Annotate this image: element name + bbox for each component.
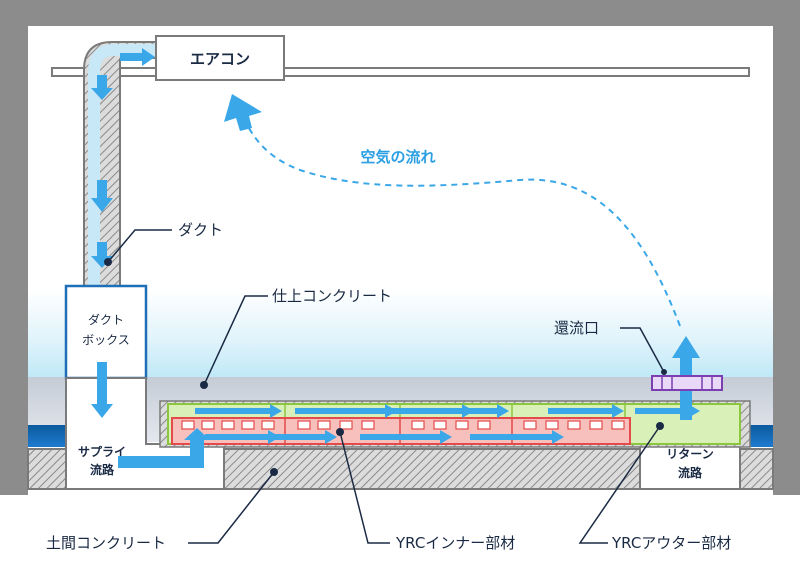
inner-nozzle — [523, 420, 537, 430]
vent-grille — [661, 376, 713, 390]
flow-arrow — [195, 404, 282, 418]
airflow-path — [239, 111, 681, 327]
duct-leader — [107, 229, 172, 263]
inner-nozzle — [455, 420, 469, 430]
yrc-outer-label: YRCアウター部材 — [611, 534, 731, 552]
supply-label-1: サプライ — [78, 444, 126, 459]
inner-nozzle — [411, 420, 425, 430]
inner-nozzle — [181, 420, 195, 430]
flow-arrow — [205, 430, 280, 444]
leader-dots — [104, 258, 667, 476]
aircon-label: エアコン — [190, 50, 250, 68]
inner-nozzle — [297, 420, 311, 430]
inner-nozzles — [181, 420, 625, 430]
finish-concrete-leader — [203, 295, 268, 386]
airflow-label: 空気の流れ — [360, 148, 435, 166]
inner-nozzle — [433, 420, 447, 430]
duct-label: ダクト — [178, 221, 223, 239]
inner-nozzle — [477, 420, 491, 430]
flow-arrow — [415, 404, 509, 418]
down-arrow — [91, 180, 113, 212]
duct-box-label-2: ボックス — [82, 333, 130, 347]
inner-nozzle — [361, 420, 375, 430]
down-arrow — [91, 362, 113, 418]
leader-lines — [107, 229, 665, 544]
yrc-outer-leader — [578, 425, 661, 544]
inner-nozzle — [261, 420, 275, 430]
floor-flow-arrows — [195, 404, 700, 444]
yrc-inner-member — [171, 417, 631, 445]
yrc-inner-label: YRCインナー部材 — [395, 534, 515, 552]
inner-nozzle — [241, 420, 255, 430]
inner-nozzle — [611, 420, 625, 430]
flow-arrow — [295, 404, 397, 418]
inner-nozzle — [201, 420, 215, 430]
aircon-unit — [155, 35, 285, 81]
ceiling — [51, 67, 750, 77]
airflow-arrowhead — [224, 94, 262, 131]
supply-up-arrow — [118, 428, 210, 468]
inner-nozzle — [545, 420, 559, 430]
return-vent-label: 還流口 — [554, 319, 599, 337]
inner-nozzle — [567, 420, 581, 430]
earth-concrete-leader — [188, 471, 275, 544]
right-edge-strip — [745, 425, 773, 447]
earth-concrete-label: 土間コンクリート — [46, 534, 166, 552]
flow-arrow — [245, 430, 337, 444]
down-arrow — [91, 75, 113, 100]
right-arrow — [120, 48, 155, 66]
left-edge-strip — [28, 425, 68, 447]
inner-nozzle — [589, 420, 603, 430]
flow-arrow — [470, 430, 564, 444]
inner-nozzle — [317, 420, 331, 430]
finish-concrete-label: 仕上コンクリート — [272, 287, 392, 305]
duct-box-label-1: ダクト — [88, 312, 124, 327]
return-label-2: 流路 — [678, 465, 703, 480]
return-label-1: リターン — [666, 447, 713, 461]
supply-label-2: 流路 — [90, 462, 115, 477]
return-vent — [651, 375, 723, 391]
duct-air-channel — [88, 44, 165, 286]
return-vent-leader — [620, 327, 665, 373]
flow-arrow — [548, 404, 624, 418]
flow-arrow — [635, 404, 700, 418]
yrc-inner-leader — [339, 431, 390, 544]
flow-arrow — [360, 430, 452, 444]
inner-nozzle — [221, 420, 235, 430]
inner-nozzle — [339, 420, 353, 430]
